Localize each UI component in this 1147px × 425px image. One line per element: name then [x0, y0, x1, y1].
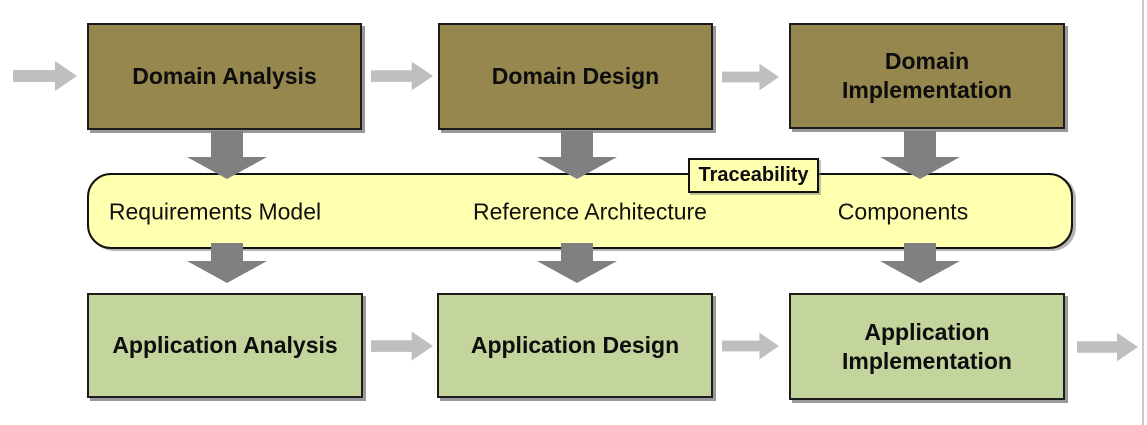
down-arrow-icon [880, 243, 960, 283]
flow-arrow-right-icon [371, 61, 433, 91]
flow-arrow-right-icon [722, 63, 779, 91]
application-design-box: Application Design [437, 293, 713, 398]
domain-design-label: Domain Design [491, 63, 660, 90]
down-arrow-icon [187, 243, 267, 283]
flow-arrow-right-icon [722, 332, 779, 360]
application-implementation-box: Application Implementation [789, 293, 1065, 400]
requirements-model-label: Requirements Model [108, 198, 322, 225]
domain-analysis-label: Domain Analysis [132, 63, 317, 90]
application-analysis-label: Application Analysis [112, 332, 338, 359]
components-label: Components [837, 198, 969, 225]
flow-arrow-right-icon [1077, 332, 1138, 362]
domain-analysis-box: Domain Analysis [87, 23, 362, 130]
domain-implementation-box: Domain Implementation [789, 23, 1065, 129]
reference-architecture-label: Reference Architecture [473, 198, 707, 225]
traceability-tag-label: Traceability [698, 164, 809, 186]
application-implementation-label: Application Implementation [842, 318, 1012, 374]
down-arrow-icon [537, 131, 617, 179]
down-arrow-icon [880, 131, 960, 179]
page-edge-line [1142, 0, 1144, 425]
flow-arrow-right-icon [371, 331, 433, 361]
application-analysis-box: Application Analysis [87, 293, 363, 398]
application-design-label: Application Design [470, 332, 680, 359]
down-arrow-icon [537, 243, 617, 283]
domain-design-box: Domain Design [438, 23, 713, 130]
domain-implementation-label: Domain Implementation [842, 48, 1012, 103]
traceability-tag: Traceability [688, 158, 819, 193]
down-arrow-icon [187, 131, 267, 179]
flow-arrow-right-icon [13, 61, 77, 91]
